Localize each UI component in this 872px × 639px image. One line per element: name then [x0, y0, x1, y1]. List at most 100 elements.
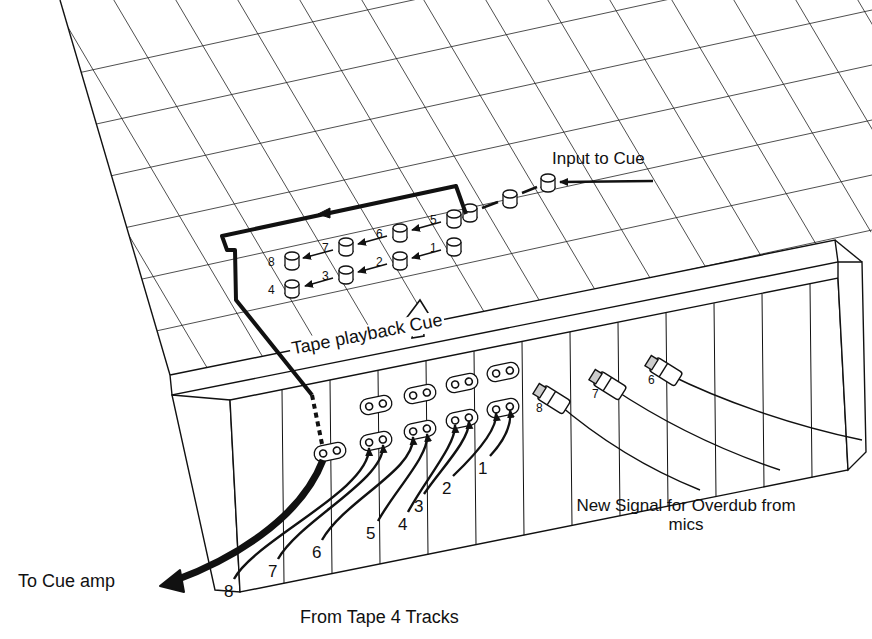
- knob-number: 1: [430, 242, 437, 255]
- mic-connectors: [556, 402, 700, 490]
- knob: [393, 224, 407, 232]
- console-body: [60, 0, 170, 375]
- jack-hole: [492, 405, 500, 413]
- jack-hole: [379, 399, 387, 407]
- grid-line: [0, 0, 872, 145]
- mic-connectors: [603, 377, 611, 391]
- knob-number: 4: [268, 284, 275, 297]
- tape-track-cables: [490, 410, 510, 456]
- knob: [447, 210, 461, 218]
- jack-plate-outline: [403, 419, 438, 441]
- jack-plate-outline: [313, 441, 348, 463]
- grid-line: [0, 0, 114, 420]
- mic-connectors: [588, 368, 627, 401]
- overdub-label: New Signal for Overdub from mics: [576, 497, 796, 534]
- grid-line: [0, 0, 238, 420]
- knob-arrows: [482, 202, 498, 208]
- jack-plate-outline: [359, 394, 394, 416]
- jack-hole: [365, 402, 373, 410]
- source-label: From Tape 4 Tracks: [300, 608, 459, 628]
- mic-connectors: [533, 383, 546, 397]
- mic-connectors: [645, 355, 658, 369]
- knob-arrows: [560, 181, 653, 182]
- knob: [285, 280, 299, 288]
- module-divider: [522, 342, 524, 536]
- knob-arrows: [303, 181, 653, 286]
- grid-line: [0, 65, 872, 255]
- grid-line: [0, 10, 872, 200]
- grid-line: [0, 0, 872, 90]
- jack-hole: [506, 402, 514, 410]
- knob-number: 7: [322, 242, 329, 255]
- jack-plate-outline: [403, 383, 438, 405]
- jack-plate-outline: [359, 430, 394, 452]
- jack-hole: [423, 424, 431, 432]
- knob-number: 2: [376, 256, 383, 269]
- jack-plate-outline: [445, 408, 480, 430]
- mic-number: 6: [648, 374, 655, 387]
- knob: [541, 174, 555, 182]
- tape-track-cables: [234, 410, 510, 579]
- cue-signal-path: [222, 186, 466, 395]
- module-divider: [618, 322, 620, 516]
- jack-hole: [409, 427, 417, 435]
- jack-hole: [409, 391, 417, 399]
- track-number: 1: [478, 460, 487, 479]
- jack-plate: [486, 361, 521, 383]
- knob-arrows: [305, 278, 333, 286]
- mic-connectors: [589, 369, 602, 383]
- mic-connectors: [668, 374, 862, 440]
- module-divider: [810, 284, 812, 478]
- jack-hole: [379, 435, 387, 443]
- knob: [339, 266, 353, 274]
- track-number: 7: [268, 563, 277, 582]
- module-strips: [282, 284, 812, 583]
- track-number: 4: [398, 516, 407, 535]
- track-number: 8: [224, 583, 233, 602]
- mic-connectors: [612, 388, 780, 470]
- jack-hole: [506, 366, 514, 374]
- knob-number: 8: [268, 256, 275, 269]
- jack-hole: [333, 446, 341, 454]
- mic-connectors: [547, 391, 555, 405]
- console-body: [172, 395, 240, 592]
- module-divider: [570, 332, 572, 526]
- jack-hole: [492, 369, 500, 377]
- jack-hole: [465, 413, 473, 421]
- jack-plates: [313, 361, 521, 463]
- module-divider: [714, 303, 716, 497]
- mic-connectors: [532, 354, 862, 490]
- knob-arrows: [522, 187, 537, 193]
- module-divider: [762, 294, 764, 488]
- knob: [393, 252, 407, 260]
- output-label: To Cue amp: [18, 572, 115, 592]
- console-body: [230, 278, 848, 592]
- track-number: 6: [312, 544, 321, 563]
- module-divider: [330, 380, 332, 574]
- jack-plate: [359, 430, 394, 452]
- jack-plate: [313, 441, 348, 463]
- jack-plate-outline: [445, 372, 480, 394]
- jack-plate-outline: [486, 397, 521, 419]
- knob: [285, 252, 299, 260]
- jack-hole: [319, 449, 327, 457]
- jack-plate: [486, 397, 521, 419]
- mic-number: 8: [536, 402, 543, 415]
- mic-connectors: [644, 354, 683, 387]
- jack-hole: [451, 380, 459, 388]
- console-body: [835, 240, 862, 262]
- track-number: 2: [442, 480, 451, 499]
- tape-track-cables: [278, 445, 383, 559]
- knob-number: 6: [376, 228, 383, 241]
- jack-hole: [365, 438, 373, 446]
- track-number: 3: [414, 498, 423, 517]
- console-body: [60, 0, 866, 592]
- tape-track-cables: [234, 448, 369, 579]
- knob: [339, 238, 353, 246]
- console-body: [838, 262, 866, 470]
- jack-plate: [359, 394, 394, 416]
- jack-plate: [403, 419, 438, 441]
- mic-connectors: [532, 382, 571, 415]
- jack-hole: [451, 416, 459, 424]
- module-divider: [666, 313, 668, 507]
